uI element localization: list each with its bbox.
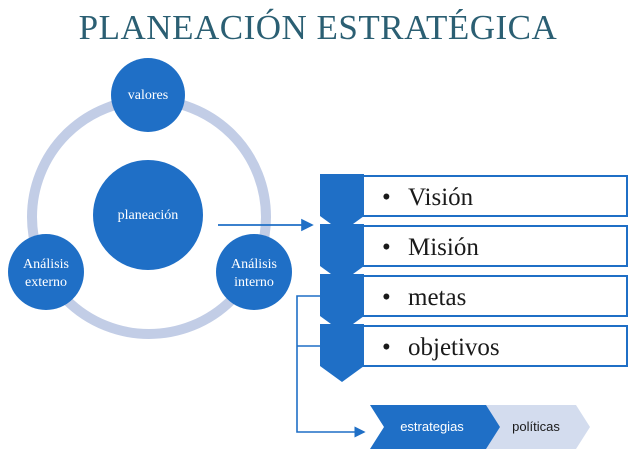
left-node [8, 234, 84, 310]
list-item-mision: Misión [408, 234, 479, 261]
top-node-label: valores [128, 88, 168, 103]
list-row-box [361, 175, 628, 217]
list-row-chevron [320, 174, 364, 232]
politicas-chevron [476, 405, 590, 449]
list-row-chevron [320, 274, 364, 332]
list-row-chevron [320, 324, 364, 382]
right-node [216, 234, 292, 310]
list-item-metas: metas [408, 284, 466, 311]
left-node-label-line1: Análisis [23, 257, 69, 272]
list-item-objetivos: objetivos [408, 334, 500, 361]
list-to-strategies-arrow [296, 295, 366, 438]
list-bullet: • [382, 334, 391, 361]
top-node [111, 58, 185, 132]
politicas-label: políticas [512, 419, 560, 434]
right-node-label-line1: Análisis [231, 257, 277, 272]
right-node-label-line2: interno [234, 275, 274, 290]
list-bullet: • [382, 284, 391, 311]
list-row-box [361, 225, 628, 267]
list-item-vision: Visión [408, 184, 474, 211]
list-row-box [361, 275, 628, 317]
list-bullet: • [382, 234, 391, 261]
left-node-label-line2: externo [25, 275, 67, 290]
center-node [93, 160, 203, 270]
list-bullet: • [382, 184, 391, 211]
list-row-chevron [320, 224, 364, 282]
diagram-title: PLANEACIÓN ESTRATÉGICA [78, 8, 558, 47]
center-node-label: planeación [118, 208, 179, 223]
estrategias-label: estrategias [400, 419, 464, 434]
estrategias-chevron [370, 405, 500, 449]
